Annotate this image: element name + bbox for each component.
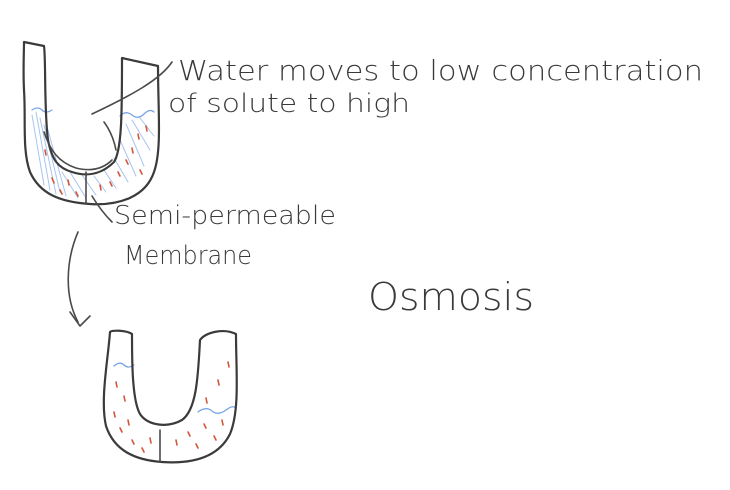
transition-arrowhead (69, 311, 91, 327)
transition-arrow (67, 231, 79, 323)
tube-outline-outer-after (102, 329, 238, 464)
solute-particles-before (44, 125, 148, 197)
water-surface-right (119, 109, 155, 118)
diagram-title: Osmosis (368, 275, 534, 319)
annotation-line-2: of solute to high (168, 89, 410, 119)
u-tube-before (22, 40, 161, 206)
u-tube-after (102, 329, 238, 464)
tube-outline-outer (22, 40, 161, 206)
annotation-leader (91, 61, 173, 115)
membrane-leader (91, 195, 113, 223)
membrane-label-line-1: Semi-permeable (114, 201, 336, 231)
water-fill-before (31, 111, 155, 199)
water-surface-after-right (197, 406, 237, 414)
tube-inner-line (43, 131, 113, 171)
annotation-leader-tick (103, 121, 117, 151)
membrane-label-line-2: Membrane (124, 241, 252, 271)
water-surface-left (31, 107, 53, 113)
annotation-line-1: Water moves to low concentration (178, 54, 703, 87)
solute-particles-after (113, 361, 230, 453)
water-surface-after-left (113, 362, 135, 368)
